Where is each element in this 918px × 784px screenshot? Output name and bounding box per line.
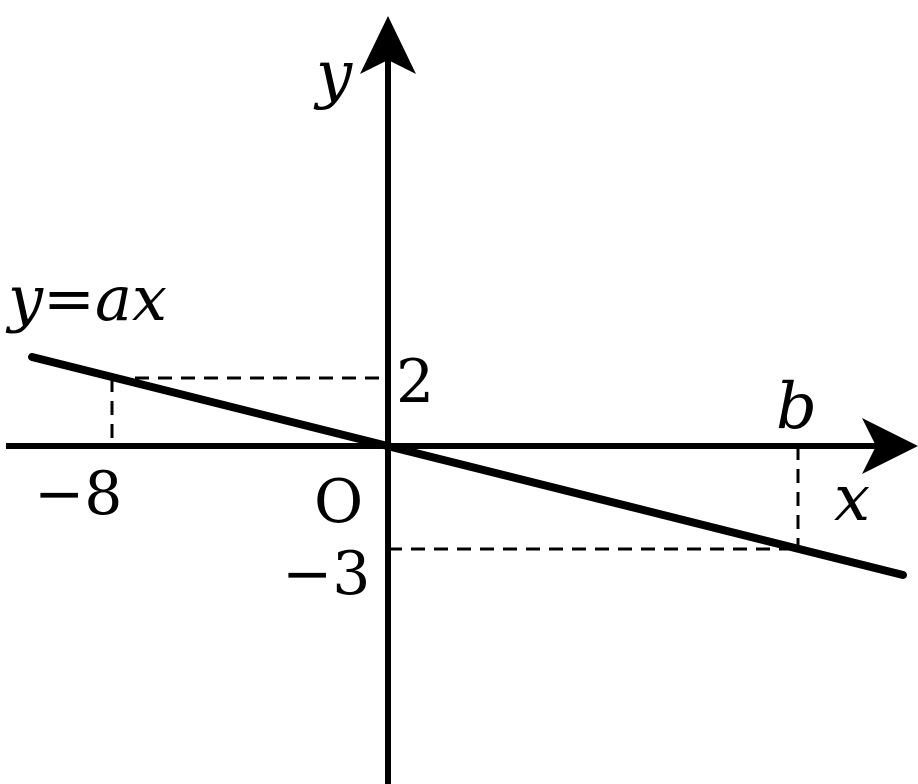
tick-label-x-left: −8 xyxy=(34,459,122,529)
x-axis-arrowhead xyxy=(862,418,918,474)
y-axis-label: y xyxy=(313,38,353,112)
x-axis-label: x xyxy=(834,462,870,536)
line-equation-label: y=ax xyxy=(5,262,167,335)
y-axis-arrowhead xyxy=(360,16,416,74)
tick-label-y-top: 2 xyxy=(396,347,434,417)
tick-label-y-bottom: −3 xyxy=(282,539,370,609)
origin-label: O xyxy=(314,467,363,537)
tick-label-x-right: b xyxy=(776,370,817,444)
line-y-equals-ax xyxy=(28,353,907,579)
